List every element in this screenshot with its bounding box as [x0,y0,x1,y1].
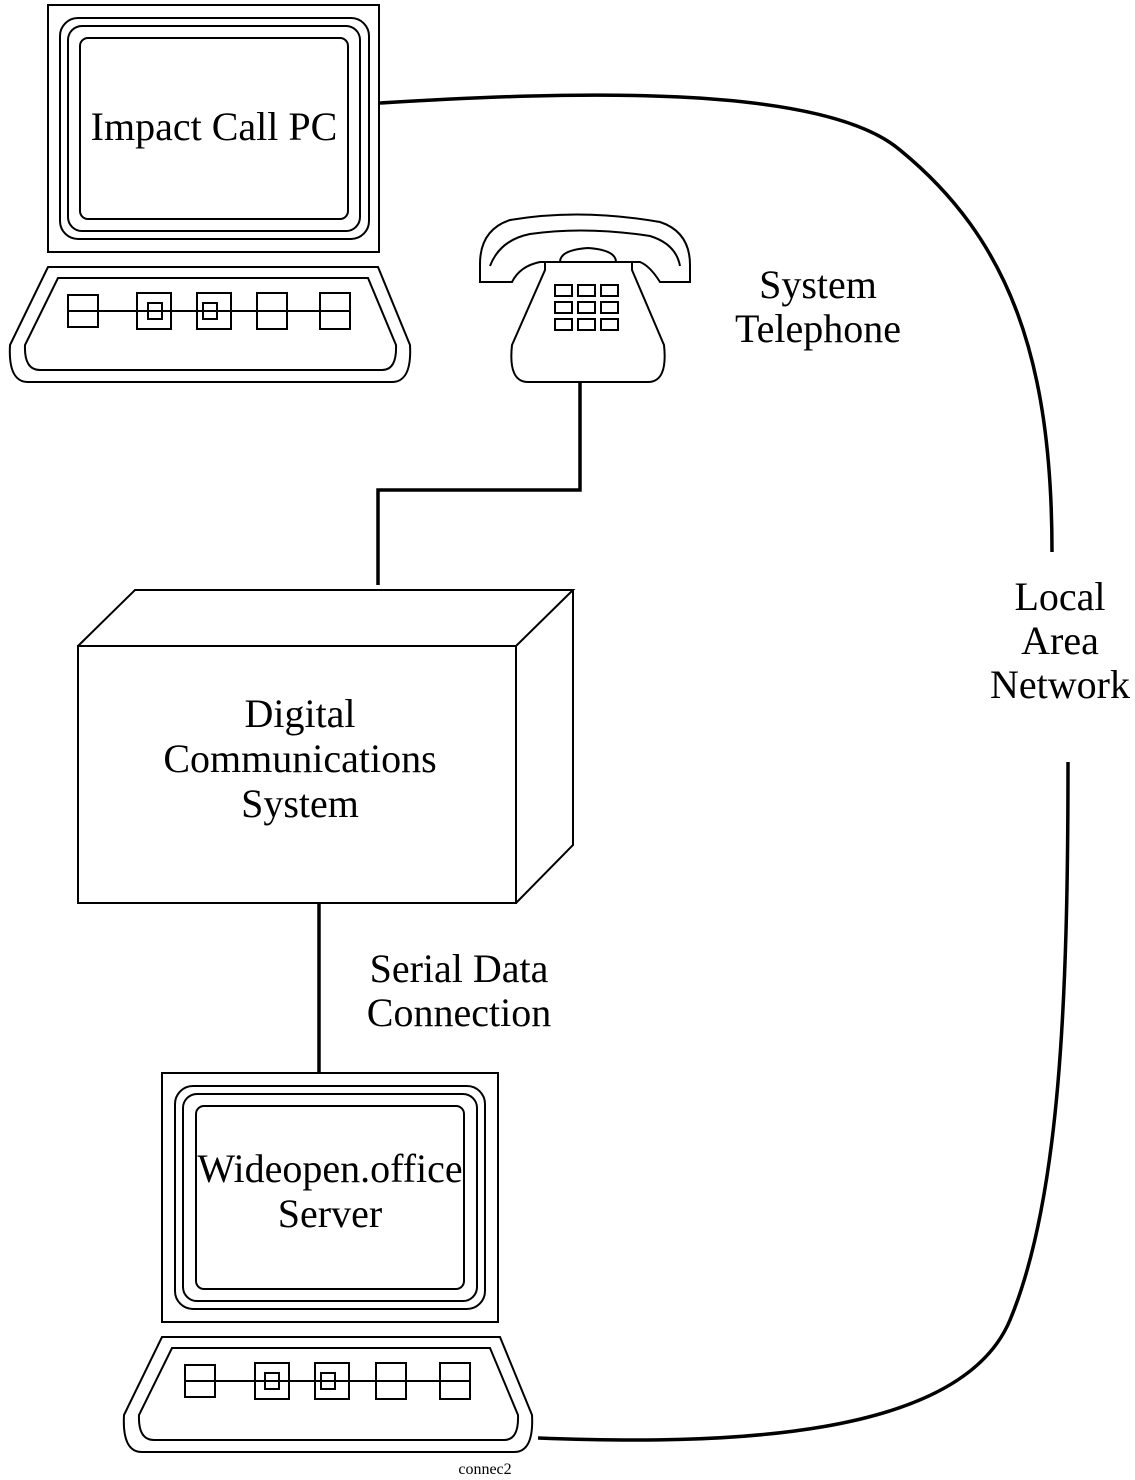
wideopen-server-icon: Wideopen.office Server [122,1072,534,1453]
telephone-label-line2: Telephone [735,306,901,351]
server-keys [184,1362,471,1400]
lan-connection-line-lower [537,761,1070,1442]
telephone-body-icon [510,262,666,383]
impact-pc-monitor-icon [47,4,380,253]
lan-label-line2: Area [1021,618,1099,663]
server-keyboard-icon [122,1336,534,1453]
serial-connection-label-line2: Connection [367,990,551,1035]
impact-call-pc-icon: Impact Call PC [8,4,412,383]
server-label-line1: Wideopen.office [197,1146,462,1191]
lan-connection-line [379,93,1054,553]
impact-pc-keyboard-icon [8,266,412,383]
lan-label-line3: Network [990,662,1130,707]
lan-label-line1: Local [1014,574,1105,619]
dcs-label-line2: Communications [163,736,436,781]
telephone-handset-icon [479,213,691,283]
serial-connection-label-line1: Serial Data [370,946,549,991]
dcs-label-line3: System [241,781,359,826]
digital-communications-system-box: Digital Communications System [77,589,576,904]
server-label-line2: Server [278,1191,382,1236]
telephone-connection-line [376,382,582,585]
dcs-label-line1: Digital [244,691,355,736]
telephone-label-line1: System [759,262,877,307]
impact-call-pc-label: Impact Call PC [91,104,338,149]
impact-pc-keys [67,292,351,330]
telephone-icon: System Telephone [479,213,901,383]
file-name-caption: connec2 [458,1461,511,1478]
telephone-keypad [554,284,619,331]
server-monitor-icon [161,1072,499,1323]
